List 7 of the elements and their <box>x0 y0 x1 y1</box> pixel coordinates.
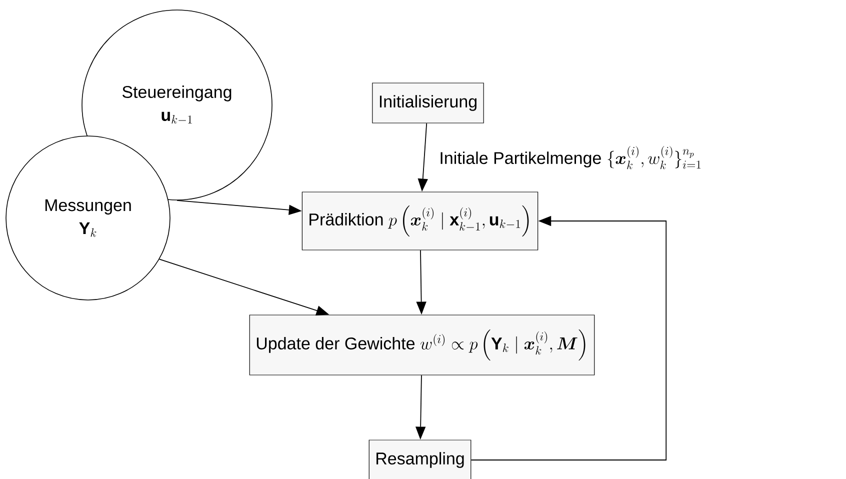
process-box: Resampling <box>368 440 472 479</box>
process-box: Prädiktion $p\left(\boldsymbol{x}_k^{(i)} \mid \mathbf{x}_{k-1}^{(i)}, \mathbf{u}_{k-1}\right)$ <box>302 192 538 250</box>
process-box: Update der Gewichte $w^{(i)} \propto p\left(\mathbf{Y}_k \mid \boldsymbol{x}_k^{(i)}, \boldsymbol{M}\right)$ <box>249 314 595 376</box>
circle-node: Steuereingang $\mathbf{u}_{k-1}$ <box>82 10 272 200</box>
edge-label: $\text{Initiale Partikelmenge}\ \{\boldsymbol{x}_k^{(i)}, w_k^{(i)}\}_{i=1}^{n_p}$ <box>440 146 701 170</box>
process-box: Initialisierung <box>372 82 484 124</box>
circle-node: Messungen $\mathbf{Y}_k$ <box>6 136 170 300</box>
